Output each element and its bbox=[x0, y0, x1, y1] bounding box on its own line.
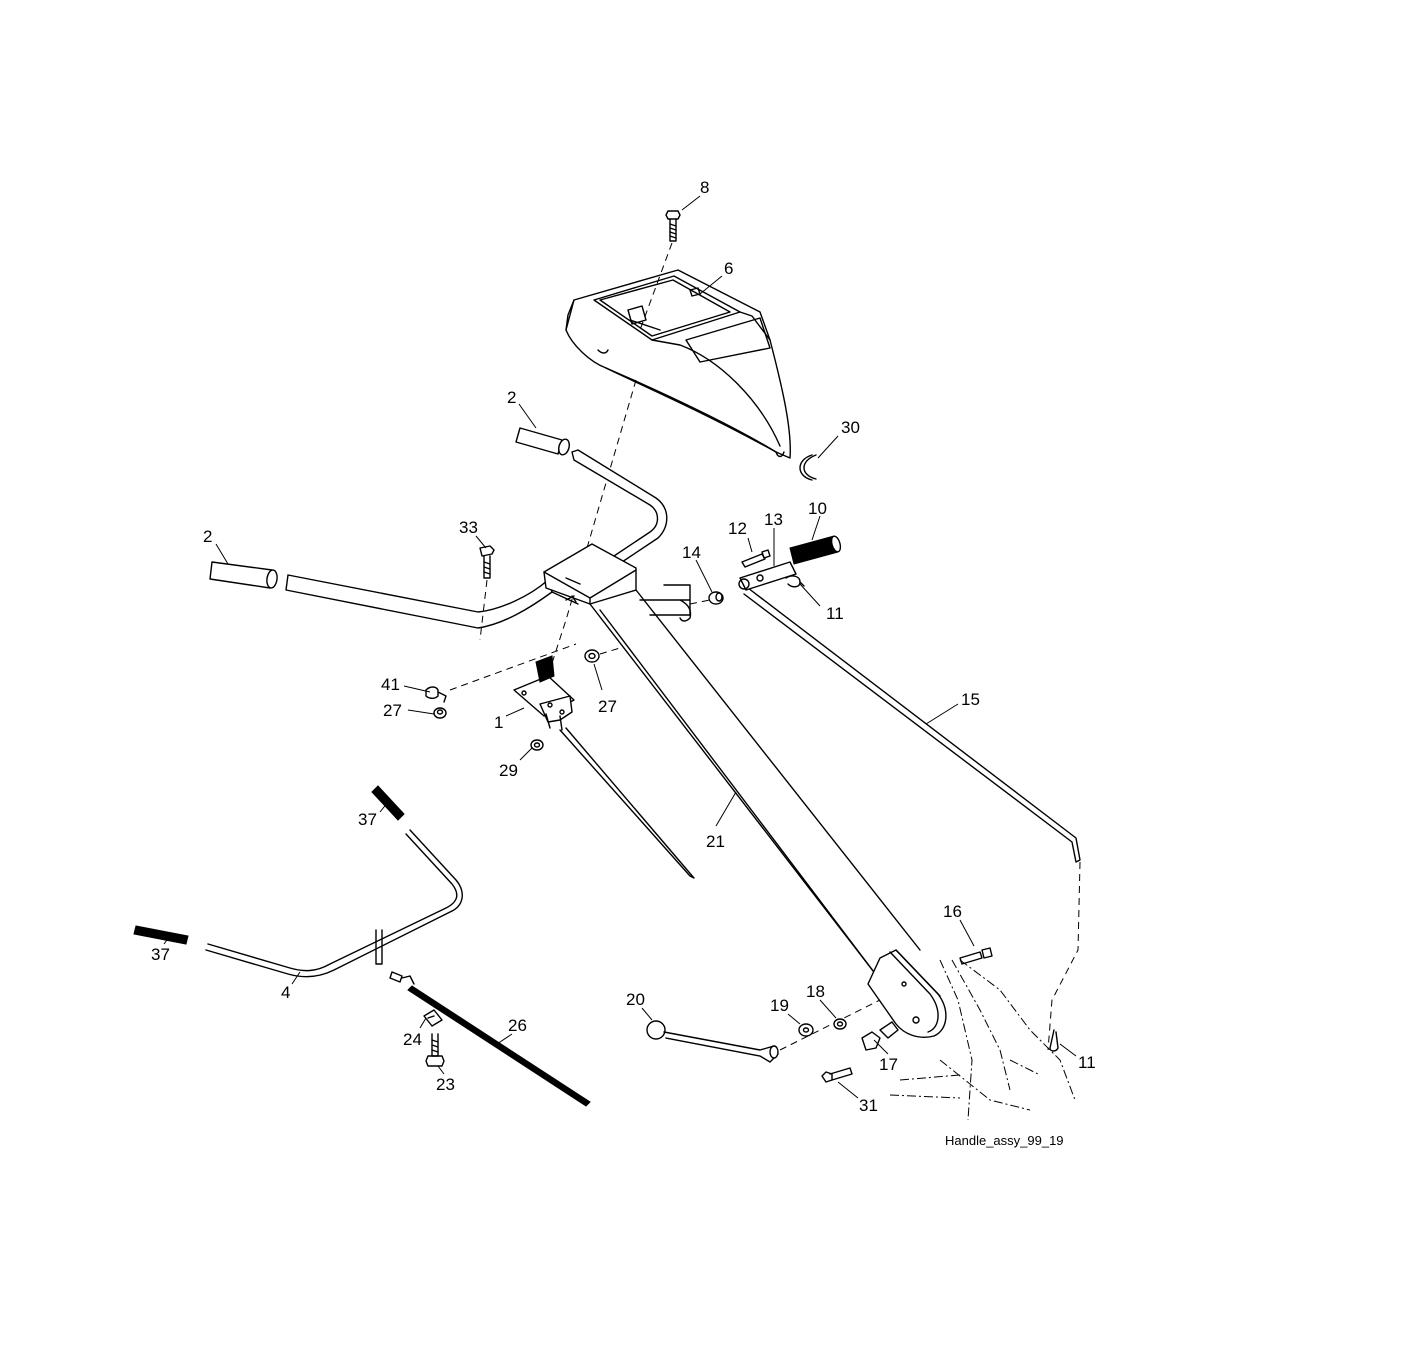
handle-clamp-block bbox=[543, 543, 637, 605]
callout-11-upper: 11 bbox=[826, 604, 844, 623]
callout-27-left: 27 bbox=[383, 701, 402, 720]
part-16-screw bbox=[959, 947, 993, 965]
part-2-grip-upper bbox=[515, 427, 570, 456]
callout-20: 20 bbox=[626, 990, 645, 1009]
part-21-main-tube bbox=[589, 584, 921, 981]
part-10-grip bbox=[789, 535, 842, 565]
callout-10: 10 bbox=[808, 499, 827, 518]
callout-30: 30 bbox=[841, 418, 860, 437]
part-8-screw bbox=[665, 210, 681, 242]
callout-19: 19 bbox=[770, 996, 789, 1015]
lower-pivot-bracket bbox=[867, 949, 947, 1038]
callout-41: 41 bbox=[381, 675, 400, 694]
callout-8: 8 bbox=[700, 178, 709, 197]
part-17-spacer bbox=[861, 1021, 899, 1051]
part-2-grip-left bbox=[209, 561, 278, 589]
part-14-spacer bbox=[708, 591, 724, 605]
callout-11-lower: 11 bbox=[1078, 1053, 1096, 1072]
callout-6: 6 bbox=[724, 259, 733, 278]
callout-31: 31 bbox=[859, 1096, 878, 1115]
callout-26: 26 bbox=[508, 1016, 527, 1035]
callout-1: 1 bbox=[494, 713, 503, 732]
callout-24: 24 bbox=[403, 1030, 422, 1049]
callout-18: 18 bbox=[806, 982, 825, 1001]
part-1-bracket bbox=[513, 655, 575, 731]
callout-12: 12 bbox=[728, 519, 747, 538]
part-31-bolt bbox=[821, 1067, 853, 1083]
callout-17: 17 bbox=[879, 1055, 898, 1074]
part-11-cotter-upper bbox=[785, 575, 805, 588]
callout-15: 15 bbox=[961, 690, 980, 709]
callout-14: 14 bbox=[682, 543, 701, 562]
part-26-cable bbox=[389, 971, 591, 1107]
part-27-nut-right bbox=[584, 649, 600, 663]
part-11-cotter-lower bbox=[1049, 1029, 1059, 1052]
part-6-console bbox=[565, 269, 791, 459]
part-41-clip bbox=[425, 686, 447, 703]
part-15-control-rod bbox=[743, 587, 1081, 863]
part-37-grip-left bbox=[133, 925, 189, 945]
callout-13: 13 bbox=[764, 510, 783, 529]
part-24-clip bbox=[423, 1009, 443, 1027]
callout-2-upper: 2 bbox=[507, 388, 516, 407]
part-37-grip-upper bbox=[371, 785, 405, 821]
callout-labels: 8 6 2 30 2 33 12 13 10 14 11 41 27 27 1 … bbox=[151, 178, 1096, 1115]
bracket-linkage-rod bbox=[559, 727, 695, 879]
callout-4: 4 bbox=[281, 983, 290, 1002]
callout-23: 23 bbox=[436, 1075, 455, 1094]
left-handlebar bbox=[285, 574, 553, 629]
part-27-nut-left bbox=[433, 707, 447, 719]
diagram-caption: Handle_assy_99_19 bbox=[945, 1133, 1064, 1148]
leader-lines bbox=[163, 195, 1077, 1099]
callout-2-left: 2 bbox=[203, 527, 212, 546]
callout-37-upper: 37 bbox=[358, 810, 377, 829]
part-29-nut bbox=[530, 739, 544, 751]
part-4-bail bbox=[205, 829, 463, 978]
part-19-washer bbox=[798, 1023, 814, 1037]
tiller-frame-phantom bbox=[889, 959, 1076, 1121]
callout-29: 29 bbox=[499, 761, 518, 780]
part-12-pin bbox=[741, 549, 771, 568]
callout-21: 21 bbox=[706, 832, 725, 851]
callout-37-left: 37 bbox=[151, 945, 170, 964]
callout-16: 16 bbox=[943, 902, 962, 921]
callout-27-right: 27 bbox=[598, 697, 617, 716]
part-20-shift-lever bbox=[646, 1020, 779, 1063]
callout-33: 33 bbox=[459, 518, 478, 537]
part-30-clip bbox=[799, 454, 817, 481]
part-13-lever bbox=[738, 561, 797, 591]
part-18-nut bbox=[833, 1018, 847, 1030]
part-23-bolt bbox=[425, 1033, 445, 1067]
part-33-bolt bbox=[479, 545, 495, 579]
